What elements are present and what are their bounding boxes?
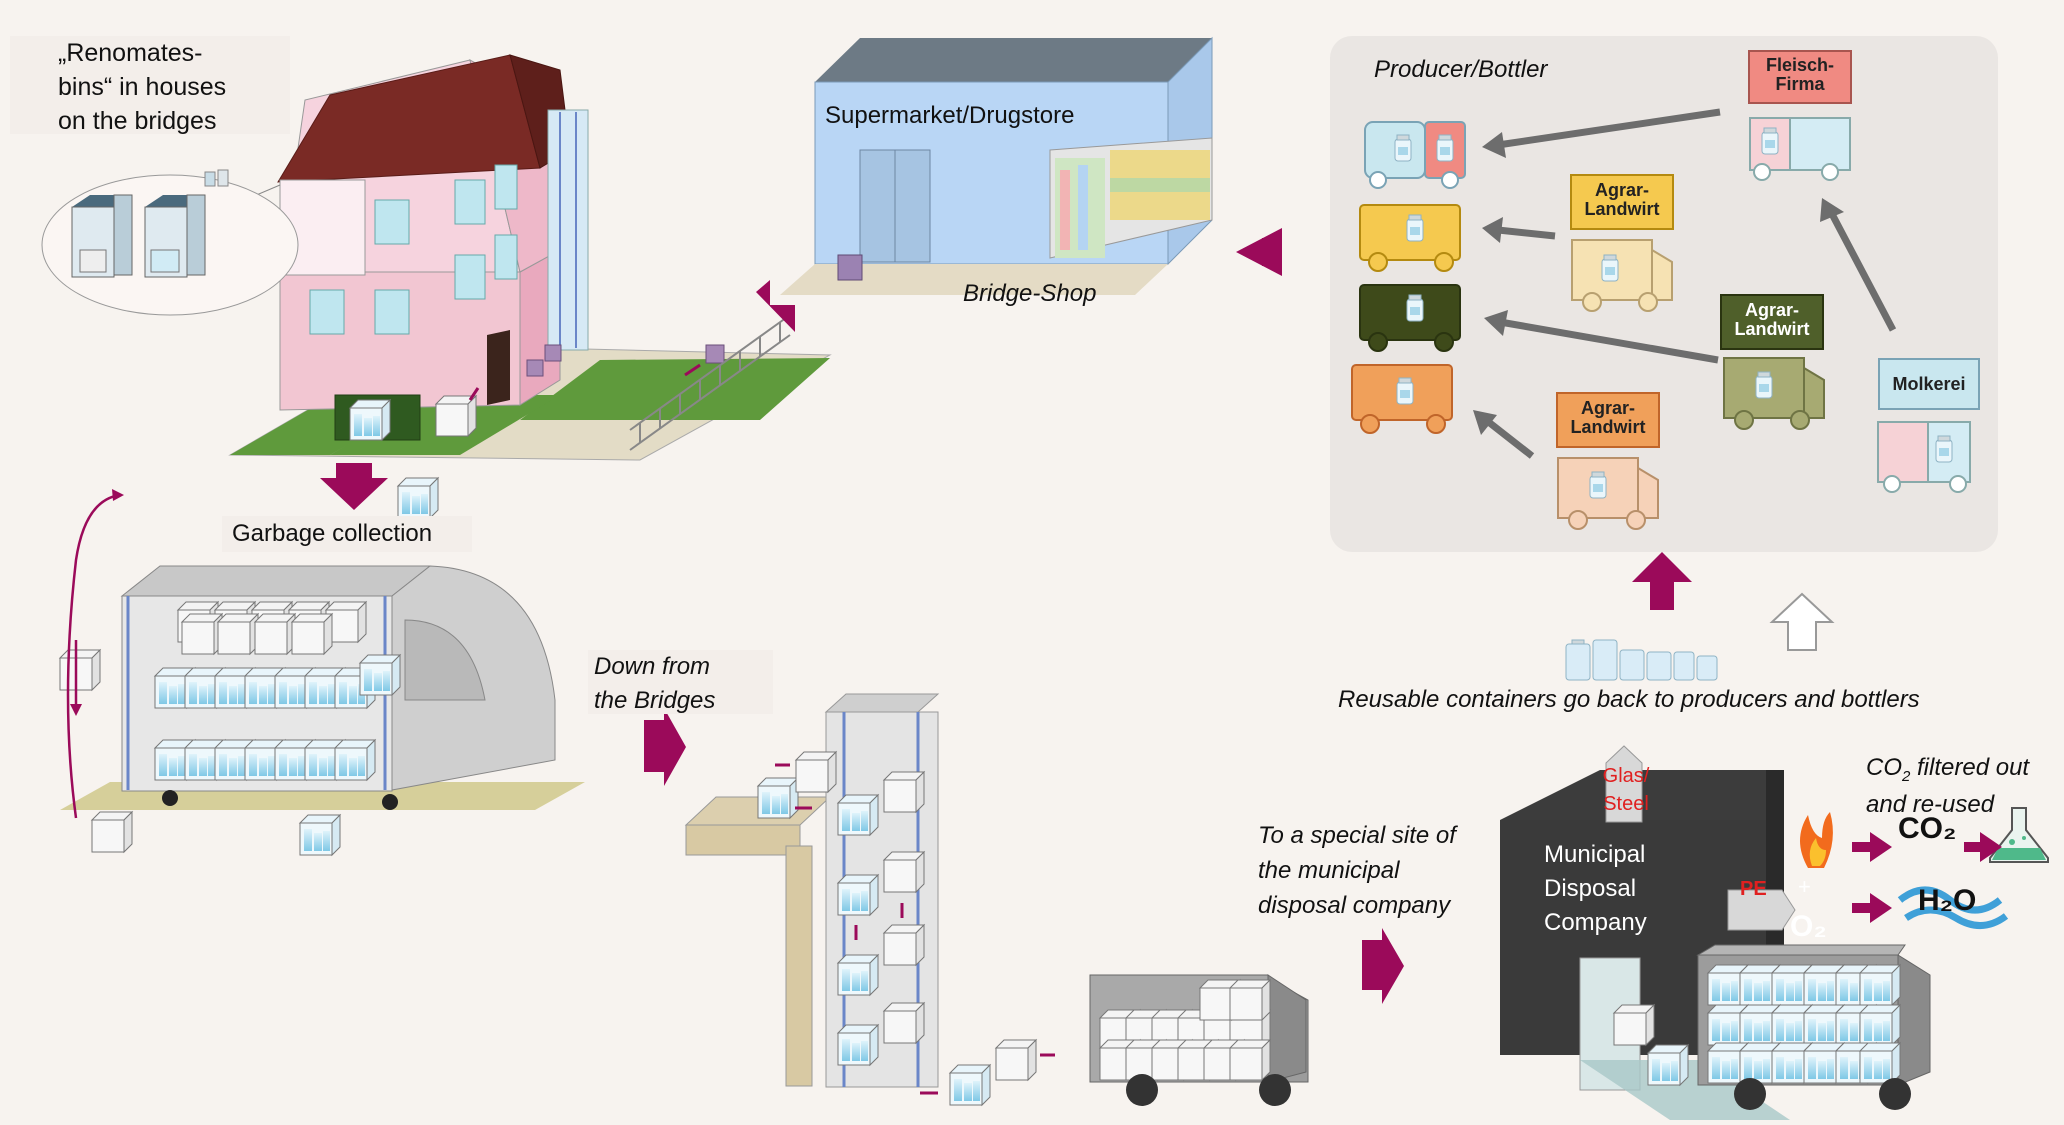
agrar-green-tag: Agrar- Landwirt bbox=[1720, 294, 1824, 350]
agrar-yellow-tag: Agrar- Landwirt bbox=[1570, 174, 1674, 230]
supply-arrows bbox=[1473, 108, 1897, 459]
special-line1: To a special site of bbox=[1258, 822, 1456, 849]
disposal-company-label: Municipal Disposal Company bbox=[1544, 838, 1647, 940]
producer-bottler-label: Producer/Bottler bbox=[1374, 56, 1548, 83]
truck-blue bbox=[1364, 121, 1466, 189]
agrar2-line1: Agrar- bbox=[1744, 300, 1799, 320]
disposal-truck bbox=[1696, 944, 1931, 1110]
transport-truck bbox=[1089, 974, 1309, 1106]
bins-label-line1: „Renomates- bbox=[58, 39, 203, 67]
disposal-line1: Municipal bbox=[1544, 841, 1646, 868]
agrar3-truck bbox=[1557, 457, 1659, 530]
agrar1-line2: Landwirt bbox=[1584, 198, 1660, 219]
garbage-cube-icon bbox=[397, 477, 439, 519]
co2-filtered-label: CO2 filtered out and re-used bbox=[1866, 754, 2029, 819]
co2-filtered-sub: 2 bbox=[1902, 767, 1911, 785]
agrar-orange-tag: Agrar- Landwirt bbox=[1556, 392, 1660, 448]
bins-label: „Renomates- bins“ in houses on the bridg… bbox=[10, 36, 290, 135]
down-line1: Down from bbox=[594, 653, 711, 680]
garbage-truck bbox=[59, 489, 585, 856]
producer-panel bbox=[1330, 36, 1998, 552]
agrar2-truck bbox=[1723, 357, 1825, 430]
glas-steel-label: Glas/ Steel bbox=[1603, 762, 1650, 818]
arrow-icon bbox=[1362, 928, 1404, 1004]
fleisch-firma-tag: Fleisch- Firma bbox=[1748, 50, 1852, 104]
pe-label: PE bbox=[1740, 878, 1767, 900]
co2-label: CO₂ bbox=[1898, 812, 1957, 845]
flask-icon bbox=[1989, 807, 2049, 863]
fleisch-line2: Firma bbox=[1775, 73, 1825, 94]
molkerei-truck bbox=[1877, 421, 1971, 493]
plus-label: + bbox=[1798, 874, 1811, 899]
agrar3-line1: Agrar- bbox=[1580, 398, 1635, 418]
glas-line2: Steel bbox=[1603, 793, 1649, 815]
truck-yellow bbox=[1359, 204, 1461, 272]
reusable-label: Reusable containers go back to producers… bbox=[1338, 686, 1920, 713]
arrow-icon bbox=[1852, 893, 1892, 923]
disposal-line3: Company bbox=[1544, 909, 1647, 936]
bridge-tower bbox=[684, 693, 1055, 1106]
bins-zoom-circle bbox=[41, 169, 299, 316]
down-from-bridges-label: Down from the Bridges bbox=[588, 650, 773, 714]
agrar2-line2: Landwirt bbox=[1734, 318, 1810, 339]
bridge-shop-label: Bridge-Shop bbox=[963, 280, 1097, 307]
truck-orange bbox=[1351, 364, 1453, 434]
arrow-icon bbox=[756, 280, 795, 332]
arrow-icon bbox=[644, 708, 686, 786]
special-line2: the municipal bbox=[1258, 857, 1400, 884]
h2o-label: H₂O bbox=[1918, 884, 1977, 917]
truck-green bbox=[1359, 284, 1461, 352]
supermarket-label: Supermarket/Drugstore bbox=[825, 102, 1075, 129]
bins-label-line2: bins“ in houses bbox=[58, 73, 227, 101]
fleisch-truck bbox=[1749, 117, 1851, 181]
co2-filtered-co: CO bbox=[1866, 754, 1902, 781]
fleisch-line1: Fleisch- bbox=[1765, 55, 1835, 75]
flow-arrows bbox=[320, 228, 2002, 1004]
bins-label-line3: on the bridges bbox=[58, 107, 217, 135]
glas-line1: Glas/ bbox=[1602, 765, 1650, 787]
down-line2: the Bridges bbox=[594, 687, 716, 714]
agrar1-truck bbox=[1571, 239, 1673, 312]
arrow-icon bbox=[1964, 832, 2002, 862]
special-line3: disposal company bbox=[1258, 892, 1451, 919]
arrow-icon bbox=[1852, 832, 1892, 862]
reusable-containers bbox=[1565, 639, 1718, 681]
co2-filtered-rest: filtered out bbox=[1910, 754, 2030, 781]
agrar3-line2: Landwirt bbox=[1570, 416, 1646, 437]
fire-icon bbox=[1800, 812, 1833, 868]
garbage-collection-label: Garbage collection bbox=[222, 516, 472, 552]
water-wave-icon bbox=[1897, 886, 2009, 929]
supermarket-illustration bbox=[780, 36, 1213, 295]
special-site-label: To a special site of the municipal dispo… bbox=[1258, 818, 1456, 923]
agrar1-line1: Agrar- bbox=[1594, 180, 1649, 200]
disposal-line2: Disposal bbox=[1544, 875, 1637, 902]
arrow-icon bbox=[1632, 552, 1692, 610]
molkerei-tag: Molkerei bbox=[1878, 358, 1980, 410]
house-illustration bbox=[228, 54, 832, 461]
outline-arrow-icon bbox=[1769, 592, 1835, 651]
o2-label: O₂ bbox=[1790, 910, 1827, 943]
co2-line2: and re-used bbox=[1866, 790, 1995, 818]
arrow-icon bbox=[320, 463, 388, 510]
